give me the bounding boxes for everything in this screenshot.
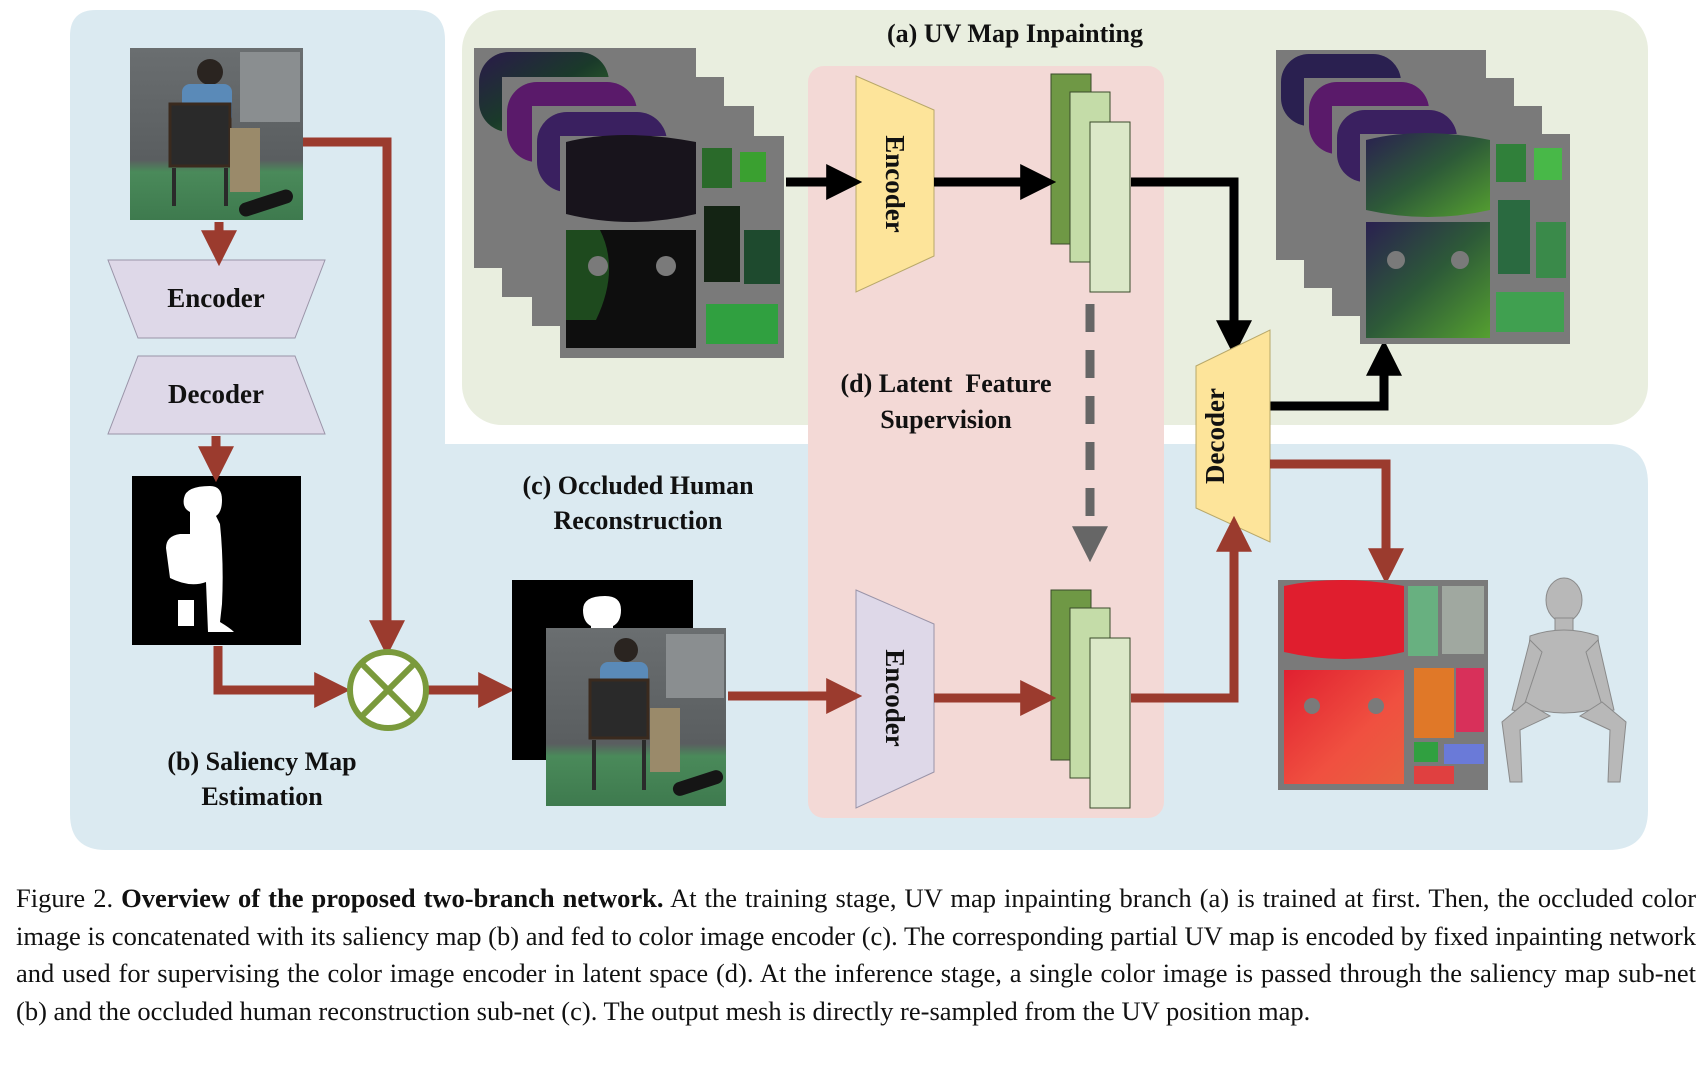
- uv-inpainting-encoder-label: Encoder: [880, 135, 910, 233]
- latent-supervision-title-line2: Supervision: [880, 405, 1012, 434]
- occluded-reconstruction-title-line2: Reconstruction: [554, 506, 724, 535]
- reconstructed-human-mesh: [1501, 577, 1627, 783]
- saliency-estimation-title-line1: (b) Saliency Map: [167, 747, 356, 776]
- saliency-encoder-block: [107, 259, 326, 339]
- caption-body: At the training stage, UV map inpainting…: [16, 883, 1697, 1026]
- caption-prefix: Figure 2.: [16, 883, 114, 913]
- figure-caption: Figure 2. Overview of the proposed two-b…: [16, 880, 1696, 1030]
- shared-decoder: [1195, 329, 1271, 543]
- saliency-decoder-block: [107, 355, 326, 435]
- caption-bold-title: Overview of the proposed two-branch netw…: [121, 883, 664, 913]
- occluded-reconstruction-title-line1: (c) Occluded Human: [522, 471, 754, 500]
- uv-inpainting-title: (a) UV Map Inpainting: [887, 19, 1143, 48]
- uv-inpainting-encoder: [855, 75, 935, 293]
- saliency-reconstruction-panel: [70, 10, 1648, 850]
- saliency-decoder-label: Decoder: [168, 379, 264, 409]
- uv-position-map-output: [1278, 580, 1488, 790]
- concatenation-operator: [347, 649, 429, 731]
- saliency-estimation-title-line2: Estimation: [201, 782, 323, 811]
- two-branch-network-diagram: (a) UV Map Inpainting (d) Latent Feature…: [70, 10, 1648, 850]
- color-image-encoder-label: Encoder: [880, 649, 910, 747]
- saliency-map: [132, 476, 301, 645]
- uv-inpainting-arrows: [786, 164, 1402, 411]
- color-image-encoder: [855, 589, 935, 809]
- concatenated-input-images: [512, 580, 726, 806]
- partial-uv-map-stack: [474, 48, 784, 358]
- inpainted-uv-map-stack: [1276, 50, 1570, 344]
- reconstruction-branch-arrows: [728, 459, 1404, 716]
- saliency-branch-arrows: [198, 137, 515, 708]
- image-latent-feature-stack: [1050, 589, 1131, 809]
- shared-decoder-label: Decoder: [1200, 388, 1230, 484]
- saliency-encoder-label: Encoder: [167, 283, 265, 313]
- input-color-image: [130, 48, 303, 220]
- uv-latent-feature-stack: [1050, 73, 1131, 293]
- latent-supervision-title-line1: (d) Latent Feature: [840, 369, 1051, 398]
